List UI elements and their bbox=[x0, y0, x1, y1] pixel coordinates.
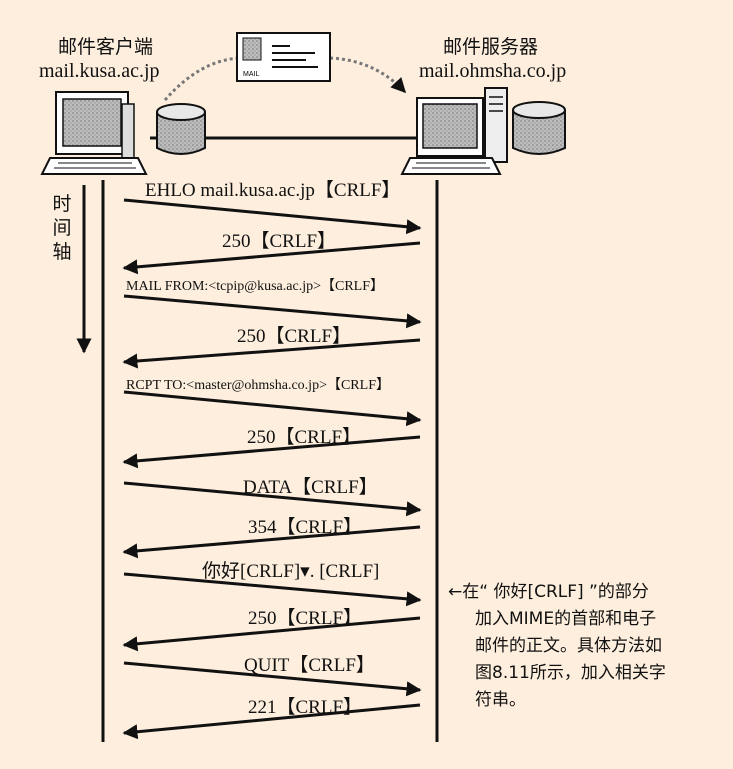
note-line-4: 图8.11所示，加入相关字 bbox=[475, 663, 666, 683]
server-storage-icon bbox=[512, 101, 566, 155]
time-axis-label: 时间轴 bbox=[52, 193, 72, 263]
mail-route-curve bbox=[163, 56, 241, 101]
message-arrow-6 bbox=[122, 435, 421, 469]
message-arrow-4 bbox=[122, 338, 421, 369]
message-label-rcpt-to: RCPT TO:<master@ohmsha.co.jp>【CRLF】 bbox=[126, 378, 390, 393]
message-arrow-11 bbox=[123, 661, 422, 697]
message-label-354: 354【CRLF】 bbox=[248, 517, 363, 538]
message-arrow-8 bbox=[122, 525, 421, 559]
client-storage-icon bbox=[156, 103, 206, 155]
client-computer-icon bbox=[40, 91, 148, 175]
server-title: 邮件服务器 bbox=[443, 36, 539, 58]
client-title: 邮件客户端 bbox=[58, 36, 154, 58]
message-label-data: DATA【CRLF】 bbox=[243, 477, 378, 498]
message-label-body: 你好[CRLF]▾. [CRLF] bbox=[202, 561, 380, 582]
message-arrow-10 bbox=[122, 616, 421, 652]
message-arrow-1 bbox=[123, 198, 422, 235]
server-computer-icon bbox=[400, 87, 508, 175]
annotation-note: ←在“ 你好[CRLF] ”的部分 加入MIME的首部和电子 邮件的正文。具体方… bbox=[448, 579, 728, 714]
envelope-icon bbox=[236, 32, 331, 82]
note-line-3: 邮件的正文。具体方法如 bbox=[475, 636, 662, 656]
message-label-250-2: 250【CRLF】 bbox=[237, 326, 352, 347]
message-label-ehlo: EHLO mail.kusa.ac.jp【CRLF】 bbox=[145, 180, 401, 201]
message-arrow-5 bbox=[123, 390, 422, 427]
client-hostname: mail.kusa.ac.jp bbox=[39, 60, 160, 82]
message-arrow-3 bbox=[123, 294, 422, 329]
message-arrow-9 bbox=[123, 572, 422, 607]
message-arrow-7 bbox=[123, 481, 422, 517]
note-line-1: ←在“ 你好[CRLF] ”的部分 bbox=[448, 582, 649, 602]
message-label-250-4: 250【CRLF】 bbox=[248, 608, 363, 629]
message-label-mail-from: MAIL FROM:<tcpip@kusa.ac.jp>【CRLF】 bbox=[126, 279, 384, 294]
mail-route-curve-right bbox=[329, 56, 407, 94]
envelope-label: MAIL bbox=[243, 71, 259, 78]
server-hostname: mail.ohmsha.co.jp bbox=[419, 60, 567, 82]
message-arrow-2 bbox=[122, 241, 421, 275]
message-arrow-12 bbox=[122, 703, 421, 740]
message-label-quit: QUIT【CRLF】 bbox=[244, 655, 375, 676]
note-line-2: 加入MIME的首部和电子 bbox=[475, 609, 657, 629]
message-label-250-1: 250【CRLF】 bbox=[222, 231, 337, 252]
message-label-250-3: 250【CRLF】 bbox=[247, 427, 362, 448]
note-line-5: 符串。 bbox=[475, 690, 526, 710]
message-label-221: 221【CRLF】 bbox=[248, 697, 363, 718]
